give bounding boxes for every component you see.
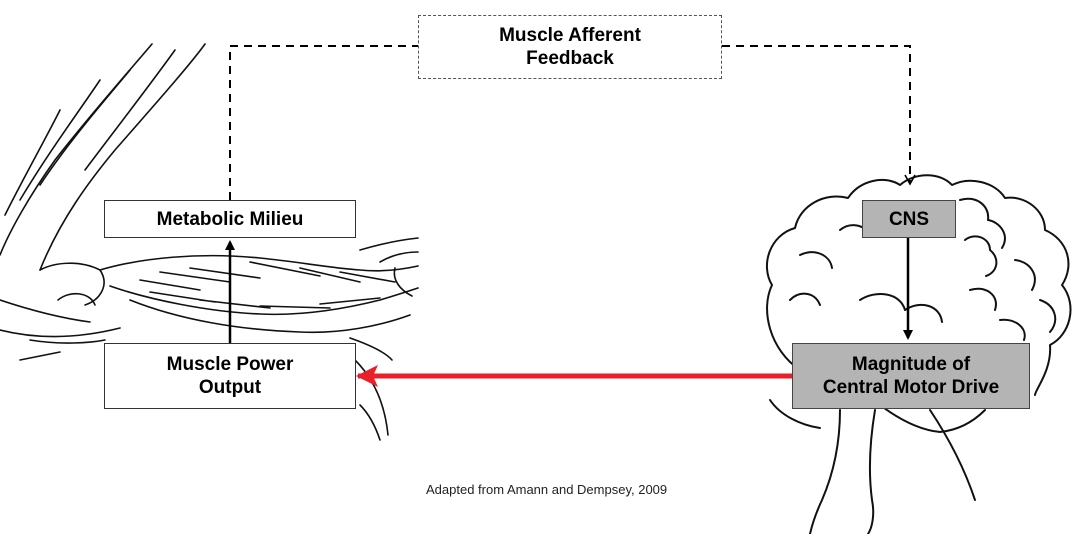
muscle-power-label-line2: Output xyxy=(199,376,261,399)
muscle-afferent-feedback-box: Muscle Afferent Feedback xyxy=(418,15,722,79)
source-caption: Adapted from Amann and Dempsey, 2009 xyxy=(426,482,667,497)
muscle-power-output-box: Muscle Power Output xyxy=(104,343,356,409)
cns-label: CNS xyxy=(889,208,929,231)
metabolic-milieu-label: Metabolic Milieu xyxy=(157,208,304,231)
motor-drive-label-line1: Magnitude of xyxy=(852,353,970,376)
central-motor-drive-box: Magnitude of Central Motor Drive xyxy=(792,343,1030,409)
feedback-label-line2: Feedback xyxy=(526,47,614,70)
feedback-label-line1: Muscle Afferent xyxy=(499,24,641,47)
muscle-power-label-line1: Muscle Power xyxy=(167,353,294,376)
motor-drive-label-line2: Central Motor Drive xyxy=(823,376,999,399)
cns-box: CNS xyxy=(862,200,956,238)
metabolic-milieu-box: Metabolic Milieu xyxy=(104,200,356,238)
